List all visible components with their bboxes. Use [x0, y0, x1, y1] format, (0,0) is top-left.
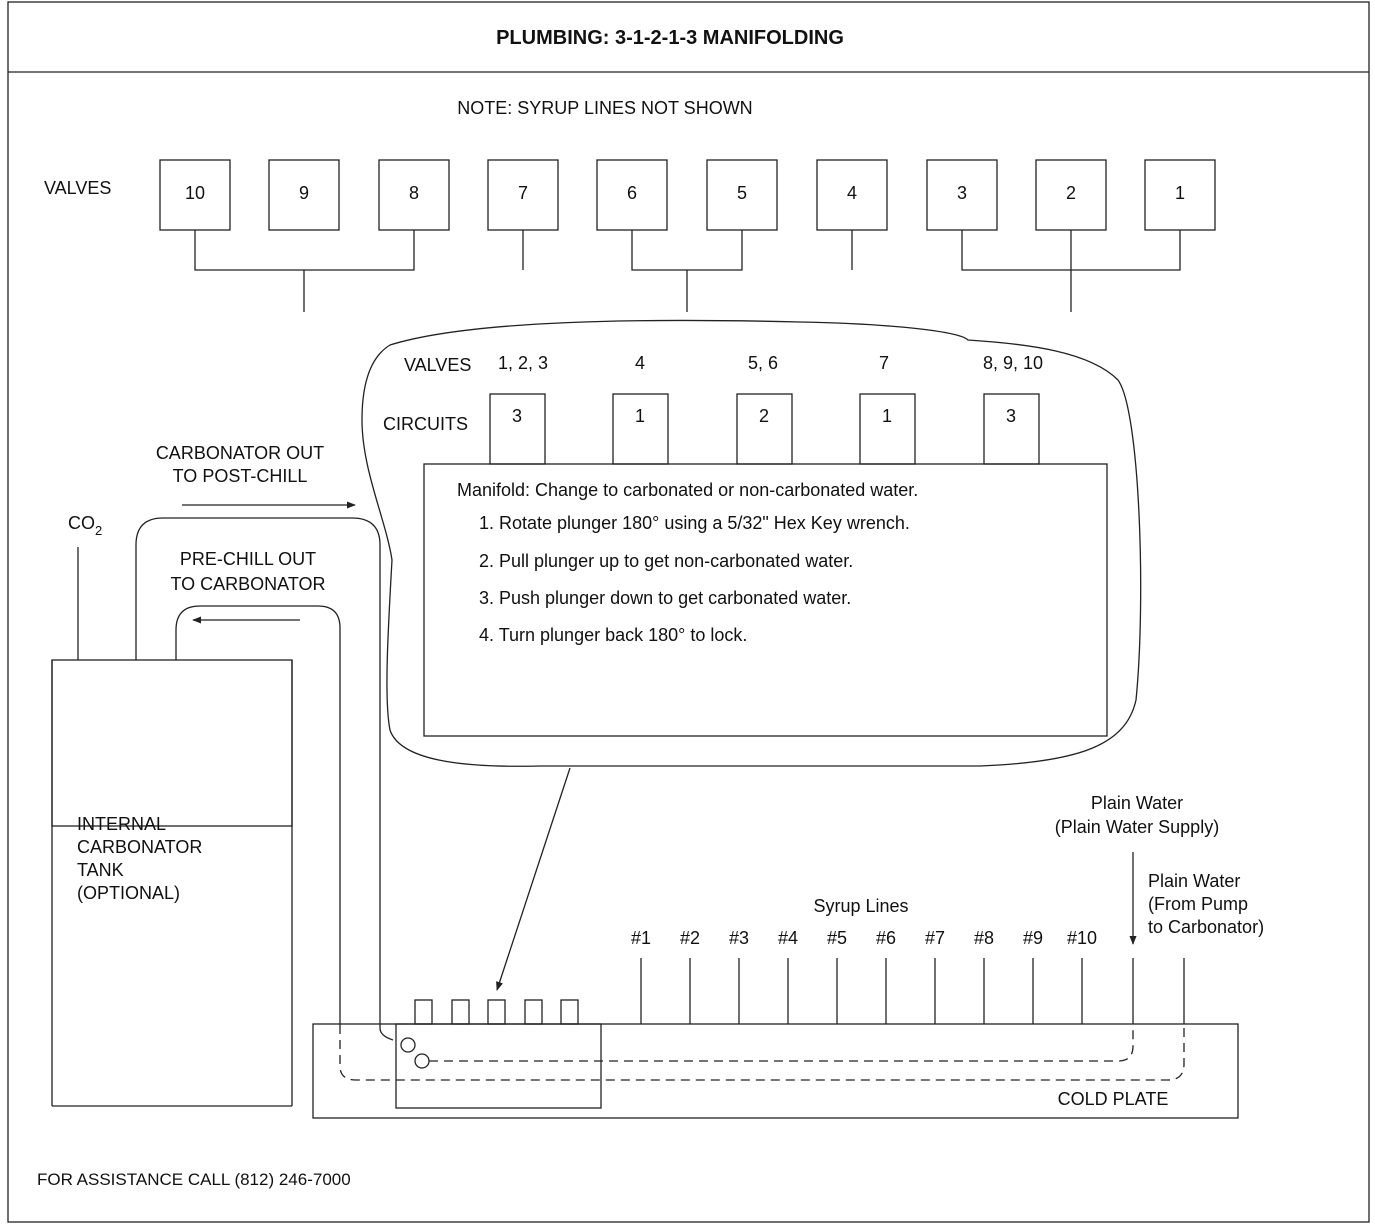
- plain-water-pump-label: to Carbonator): [1148, 917, 1264, 937]
- syrup-lines-label: Syrup Lines: [813, 896, 908, 916]
- carbonator-tank-body: [52, 660, 292, 826]
- valve-number: 7: [518, 183, 528, 203]
- page-title: PLUMBING: 3-1-2-1-3 MANIFOLDING: [496, 27, 844, 49]
- plain-water-pump-label: (From Pump: [1148, 894, 1248, 914]
- valve-number: 2: [1066, 183, 1076, 203]
- cold-plate: [312, 1023, 1239, 1119]
- manifold-step: 3. Push plunger down to get carbonated w…: [479, 588, 851, 608]
- zoom-valves-label: VALVES: [404, 355, 471, 375]
- circuit-box: [612, 393, 669, 465]
- tank-label: CARBONATOR: [77, 837, 202, 857]
- manifold-plunger: [414, 999, 433, 1025]
- zoom-circuits-label: CIRCUITS: [383, 414, 468, 434]
- valve-number: 3: [957, 183, 967, 203]
- syrup-line-number: #5: [827, 928, 847, 948]
- tank-label: TANK: [77, 860, 124, 880]
- prechill-out-label: TO CARBONATOR: [170, 574, 325, 594]
- syrup-line-number: #4: [778, 928, 798, 948]
- manifold-step: 1. Rotate plunger 180° using a 5/32" Hex…: [479, 513, 910, 533]
- co2-label: CO2: [68, 513, 102, 538]
- circuit-count: 1: [882, 406, 892, 426]
- plain-water-supply-label: Plain Water: [1091, 793, 1183, 813]
- zoom-valve-group: 1, 2, 3: [498, 353, 548, 373]
- cold-plate-label: COLD PLATE: [1058, 1089, 1169, 1109]
- co2-base: CO: [68, 513, 95, 533]
- carbonator-out-line: [135, 517, 394, 1041]
- manifold-plunger: [487, 999, 506, 1025]
- valve-group-bracket: [194, 230, 415, 312]
- manifold-port: [400, 1037, 416, 1053]
- manifold-step: 2. Pull plunger up to get non-carbonated…: [479, 551, 853, 571]
- manifold-port: [414, 1053, 430, 1069]
- manifold-step: 4. Turn plunger back 180° to lock.: [479, 625, 747, 645]
- zoom-valve-group: 8, 9, 10: [983, 353, 1043, 373]
- valve-group-bracket: [961, 230, 1181, 312]
- circuit-box: [489, 393, 546, 465]
- syrup-line-number: #9: [1023, 928, 1043, 948]
- plain-water-pump-label: Plain Water: [1148, 871, 1240, 891]
- syrup-lines: #1 #2 #3 #4 #5 #6 #7 #8 #9 #10: [631, 928, 1097, 1024]
- manifold-heading: Manifold: Change to carbonated or non-ca…: [457, 480, 918, 500]
- valves-row-label: VALVES: [44, 178, 111, 198]
- pump-water-circuit-dashed: [339, 1024, 1185, 1081]
- carbonator-out-label: CARBONATOR OUT: [156, 443, 324, 463]
- valve-box: [268, 159, 340, 231]
- plain-water-circuit-dashed: [429, 1024, 1134, 1062]
- manifold-box: [423, 463, 1108, 737]
- syrup-line-number: #10: [1067, 928, 1097, 948]
- valve-row: 10 9 8 7 6 5 4 3 2 1: [159, 159, 1216, 312]
- circuit-count: 2: [759, 406, 769, 426]
- circuit-row: 3 1 2 1 3: [489, 393, 1040, 465]
- circuit-box: [983, 393, 1040, 465]
- circuit-box: [859, 393, 916, 465]
- valve-group-bracket: [631, 230, 743, 312]
- valve-number: 9: [299, 183, 309, 203]
- carbonator-out-label: TO POST-CHILL: [173, 466, 308, 486]
- manifold-plunger: [451, 999, 470, 1025]
- valve-number: 10: [185, 183, 205, 203]
- valve-number: 8: [409, 183, 419, 203]
- valve-number: 5: [737, 183, 747, 203]
- tank-label: (OPTIONAL): [77, 883, 180, 903]
- syrup-line-number: #8: [974, 928, 994, 948]
- assistance-footer: FOR ASSISTANCE CALL (812) 246-7000: [37, 1170, 351, 1189]
- manifold-plunger: [560, 999, 579, 1025]
- circuit-count: 1: [635, 406, 645, 426]
- tank-label: INTERNAL: [77, 814, 166, 834]
- valve-number: 4: [847, 183, 857, 203]
- circuit-box: [736, 393, 793, 465]
- zoom-valve-group: 4: [635, 353, 645, 373]
- plain-water-supply-label: (Plain Water Supply): [1055, 817, 1219, 837]
- syrup-line-number: #3: [729, 928, 749, 948]
- valve-number: 1: [1175, 183, 1185, 203]
- carbonator-tank: [51, 659, 293, 827]
- valve-number: 6: [627, 183, 637, 203]
- manifold-plunger: [524, 999, 543, 1025]
- note-text: NOTE: SYRUP LINES NOT SHOWN: [457, 98, 752, 118]
- circuit-count: 3: [1006, 406, 1016, 426]
- prechill-out-line: [175, 605, 341, 1025]
- circuit-count: 3: [512, 406, 522, 426]
- page-frame: [7, 1, 1370, 1223]
- syrup-line-number: #7: [925, 928, 945, 948]
- co2-subscript: 2: [95, 523, 102, 538]
- callout-pointer-arrow: [496, 767, 571, 991]
- syrup-line-number: #6: [876, 928, 896, 948]
- zoom-valve-group: 7: [879, 353, 889, 373]
- syrup-line-number: #1: [631, 928, 651, 948]
- syrup-line-number: #2: [680, 928, 700, 948]
- prechill-out-label: PRE-CHILL OUT: [180, 549, 316, 569]
- zoom-callout-outline: [361, 319, 1142, 767]
- zoom-valve-group: 5, 6: [748, 353, 778, 373]
